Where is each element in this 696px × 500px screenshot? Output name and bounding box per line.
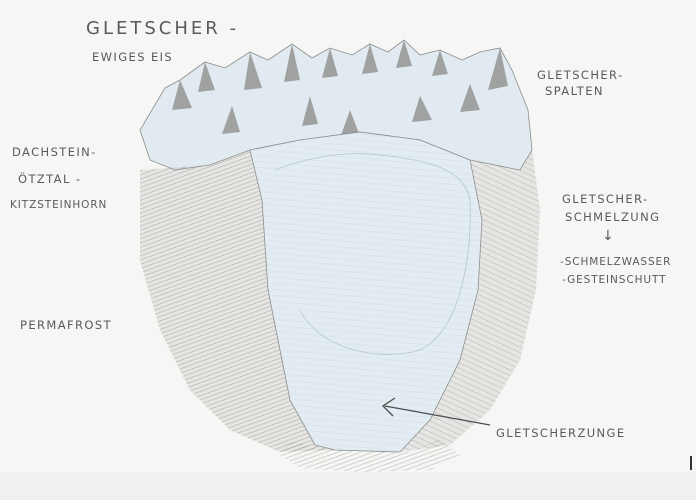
- gesteinschutt-label: -GESTEINSCHUTT: [562, 274, 666, 286]
- schmelzung-label-line2: SCHMELZUNG: [565, 210, 660, 224]
- schmelzung-down-arrow: ↓: [602, 228, 615, 244]
- edge-mark: [690, 456, 692, 470]
- kitzsteinhorn-label: KITZSTEINHORN: [10, 199, 107, 211]
- dachstein-label: DACHSTEIN-: [12, 145, 97, 159]
- title-label: GLETSCHER -: [86, 18, 239, 39]
- permafrost-label: PERMAFROST: [20, 318, 112, 332]
- spalten-label-line2: SPALTEN: [545, 84, 604, 98]
- schmelzwasser-label: -SCHMELZWASSER: [560, 256, 671, 268]
- oetztal-label: ÖTZTAL -: [18, 172, 81, 186]
- schmelzung-label-line1: GLETSCHER-: [562, 192, 649, 206]
- gletscherzunge-label: GLETSCHERZUNGE: [496, 426, 626, 440]
- bottom-edge-strip: [0, 472, 696, 500]
- spalten-label-line1: GLETSCHER-: [537, 68, 624, 82]
- subtitle-label: EWIGES EIS: [92, 50, 173, 64]
